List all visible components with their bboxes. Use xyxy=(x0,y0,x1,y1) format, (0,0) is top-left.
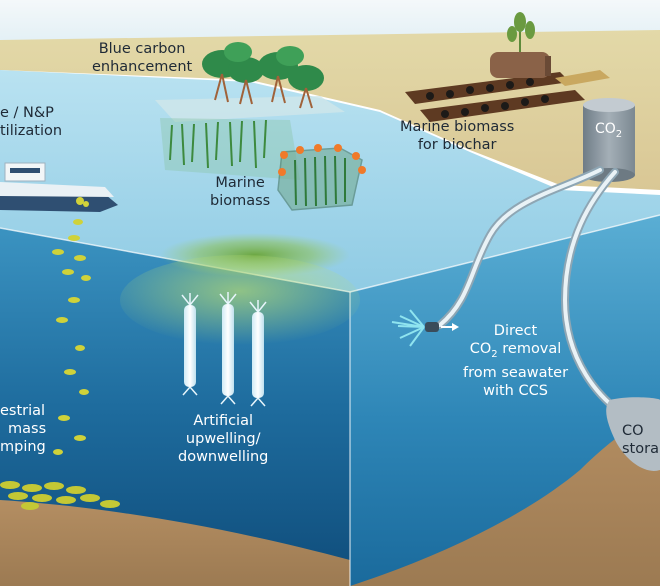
label-terrestrial-biomass: estrial mass mping xyxy=(0,402,46,456)
seaweed-farm-cage xyxy=(278,144,366,210)
bloom-glow xyxy=(120,255,360,345)
label-upwelling: Artificial upwelling/ downwelling xyxy=(178,412,268,466)
co2-tank xyxy=(583,98,635,182)
label-co2-storage: CO stora xyxy=(622,422,659,458)
label-tank-co2: CO2 xyxy=(595,121,622,140)
label-direct-co2-removal: Direct CO2 removal from seawater with CC… xyxy=(463,322,568,400)
